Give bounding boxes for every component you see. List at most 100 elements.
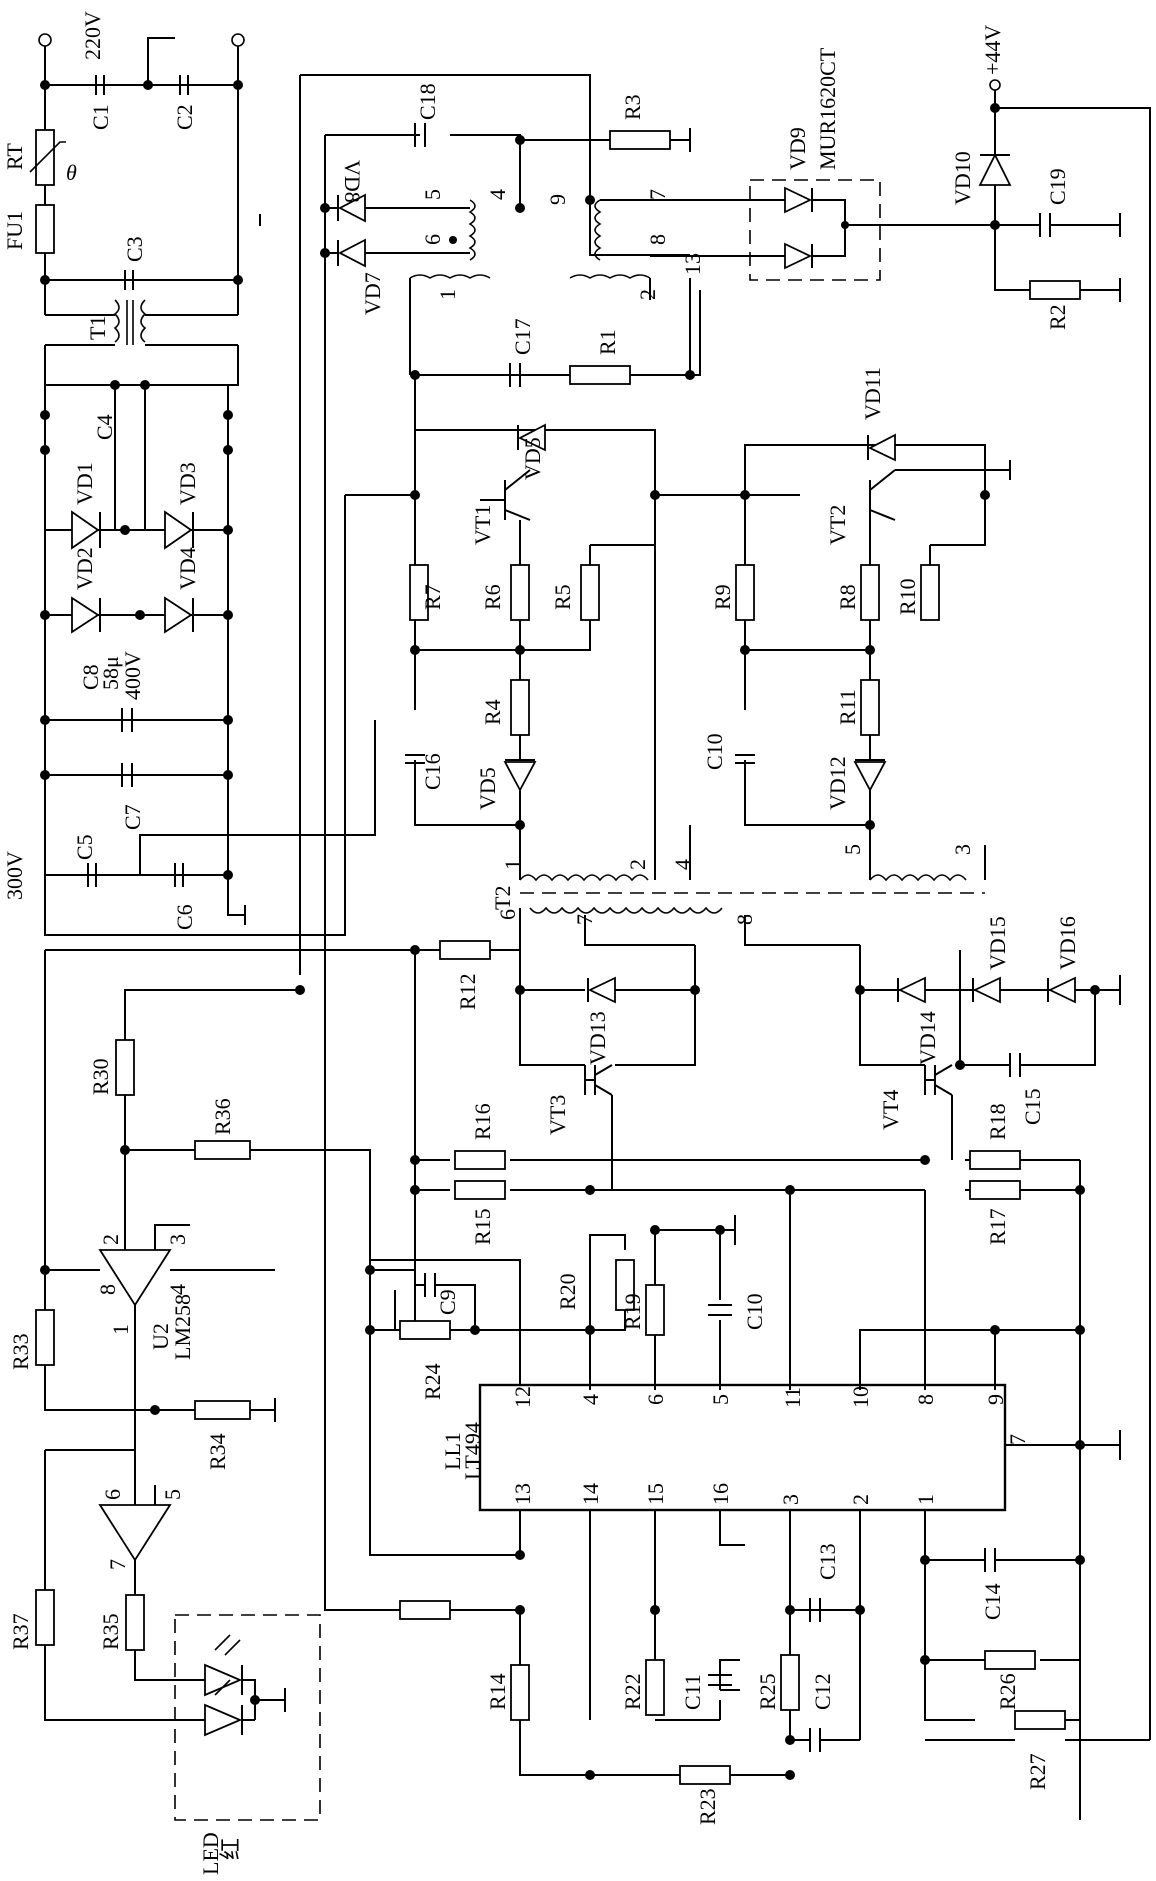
resistor-r33 [35, 1309, 55, 1366]
vd12-label: VD12 [825, 756, 850, 810]
drive-transformer-t2: T2 1 2 4 5 3 6 7 8 [490, 825, 986, 950]
resistor-r4 [510, 679, 530, 736]
vd4-label: VD4 [175, 547, 200, 590]
r6-label: R6 [480, 584, 505, 610]
r26-label: R26 [995, 1673, 1020, 1710]
diode-vd16 [1047, 976, 1076, 1004]
winding-pin-5: 5 [420, 189, 445, 200]
resistor-r37 [35, 1589, 55, 1646]
vd13-label: VD13 [585, 1011, 610, 1065]
pwm-controller: LL1 LT494 12 4 6 5 11 10 8 9 13 14 15 16… [324, 950, 1150, 1825]
vd9-part-label: MUR1620CT [815, 47, 840, 170]
c4-label: C4 [92, 414, 117, 440]
winding-pin-8: 8 [645, 234, 670, 245]
c10-lower-label: C10 [742, 1293, 767, 1330]
t2-pin-8: 8 [732, 914, 757, 925]
ic-pin-13: 13 [510, 1483, 535, 1505]
resistor-r20 [615, 1259, 635, 1311]
r36-label: R36 [210, 1098, 235, 1135]
diode-vd9-b [784, 242, 813, 270]
winding-pin-13: 13 [680, 253, 705, 275]
c8-voltage: 400V [120, 651, 145, 700]
ic-pin-8: 8 [913, 1394, 938, 1405]
resistor-r5 [580, 564, 600, 621]
c12-label: C12 [810, 1673, 835, 1710]
r15-label: R15 [470, 1208, 495, 1245]
ic-pin-6: 6 [643, 1394, 668, 1405]
diode-vd11 [867, 433, 896, 462]
ic-name-label: LL1 [440, 1432, 465, 1470]
c14-label: C14 [980, 1583, 1005, 1620]
ic-pin-9: 9 [983, 1394, 1008, 1405]
r27-label: R27 [1025, 1753, 1050, 1790]
bus-voltage-label: 300V [2, 851, 27, 900]
r5-label: R5 [550, 584, 575, 610]
diode-vd3 [164, 510, 193, 550]
t2-pin-7: 7 [572, 914, 597, 925]
r24-label: R24 [420, 1363, 445, 1400]
resistor-r25 [780, 1654, 800, 1711]
c6-label: C6 [172, 904, 197, 930]
resistor-r35 [125, 1594, 145, 1651]
r22-label: R22 [620, 1673, 645, 1710]
ic-part-label: LT494 [460, 1422, 485, 1480]
c9-label: C9 [435, 1289, 460, 1315]
r23-label: R23 [695, 1788, 720, 1825]
thermistor-symbol: θ [66, 160, 77, 185]
ic-pin-15: 15 [643, 1483, 668, 1505]
ic-pin-16: 16 [708, 1483, 733, 1505]
winding-pin-7: 7 [645, 189, 670, 200]
c8-label: C8 [78, 664, 103, 690]
c5-label: C5 [72, 834, 97, 860]
diode-vd5-upper [517, 423, 546, 452]
c3-label: C3 [122, 236, 147, 262]
resistor-r6 [510, 564, 530, 621]
input-filter: 220V RT θ FU1 C1 C2 C3 T1 [2, 11, 261, 390]
c1-label: C1 [88, 104, 113, 130]
u2-pin-3: 3 [165, 1234, 190, 1245]
r17-label: R17 [985, 1208, 1010, 1245]
diode-vd12 [853, 761, 887, 792]
resistor-r11 [860, 679, 880, 736]
winding-pin-2: 2 [635, 289, 660, 300]
ic-pin-11: 11 [780, 1387, 805, 1408]
ic-pin-7: 7 [1005, 1434, 1030, 1445]
vd3-label: VD3 [175, 462, 200, 505]
winding-pin-4: 4 [485, 189, 510, 200]
c19-label: C19 [1045, 168, 1070, 205]
r20-label: R20 [555, 1273, 580, 1310]
u2-part-label: LM258 [170, 1294, 195, 1360]
opamp-u2b [98, 1504, 172, 1562]
r33-label: R33 [8, 1333, 33, 1370]
u2-pin-6: 6 [100, 1489, 125, 1500]
diode-vd4 [164, 596, 193, 634]
resistor-r24 [399, 1320, 451, 1340]
t2-pin-2: 2 [625, 859, 650, 870]
t2-pin-3: 3 [950, 844, 975, 855]
resistor-r3 [609, 130, 671, 150]
r4-label: R4 [480, 699, 505, 725]
u2-label: U2 [148, 1323, 173, 1350]
t2-pin-5: 5 [840, 844, 865, 855]
resistor-r1 [569, 365, 631, 385]
bridge-rectifier: C4 VD1 VD2 VD3 VD4 C8 58μ 400V C7 C5 C6 … [2, 385, 376, 936]
diode-vd14 [897, 976, 926, 1004]
vd7-label: VD7 [360, 272, 385, 315]
winding-pin-1: 1 [435, 289, 460, 300]
ic-pin-3: 3 [778, 1494, 803, 1505]
resistor-r7 [409, 564, 429, 621]
r7-label: R7 [420, 584, 445, 610]
ic-pin-14: 14 [578, 1483, 603, 1505]
resistor-r12 [439, 940, 491, 960]
resistor-r8 [860, 564, 880, 621]
t2-pin-1: 1 [500, 859, 525, 870]
c18-label: C18 [415, 83, 440, 120]
resistor-r27 [1014, 1710, 1066, 1730]
fuse-label: FU1 [2, 211, 27, 250]
c15-label: C15 [1020, 1088, 1045, 1125]
t2-label: T2 [490, 886, 515, 910]
c7-label: C7 [120, 804, 145, 830]
vd9-label: VD9 [785, 127, 810, 170]
c17-label: C17 [510, 318, 535, 355]
resistor-r22 [645, 1659, 665, 1716]
